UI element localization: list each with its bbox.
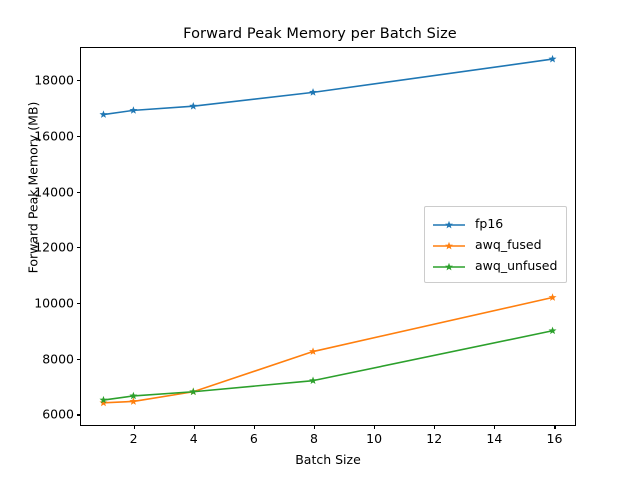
legend-line-marker-icon (432, 217, 466, 231)
legend-line-marker-icon (432, 238, 466, 252)
data-point-marker (548, 54, 557, 63)
series-canvas (99, 54, 557, 407)
series-awq_fused (99, 293, 557, 407)
series-line (102, 58, 554, 116)
legend-item-fp16[interactable]: fp16 (432, 213, 557, 234)
x-tick-mark (374, 425, 376, 429)
y-tick-label: 12000 (34, 239, 74, 255)
data-point-marker (189, 102, 198, 110)
x-tick-mark (434, 425, 436, 429)
x-tick-label: 16 (546, 431, 563, 446)
x-tick-label: 14 (486, 431, 503, 446)
data-point-marker (99, 110, 108, 118)
legend-line-marker-icon (432, 259, 466, 273)
data-point-marker (309, 376, 318, 385)
y-tick-mark (77, 247, 81, 249)
x-tick-mark (313, 425, 316, 429)
legend-item-awq_unfused[interactable]: awq_unfused (432, 255, 557, 276)
y-tick-mark (77, 135, 81, 137)
y-tick-mark (77, 414, 81, 416)
legend-label: fp16 (475, 216, 504, 231)
y-tick-mark (77, 302, 81, 305)
legend-label: awq_fused (475, 237, 542, 252)
x-axis-label: Batch Size (295, 452, 361, 467)
legend-label: awq_unfused (475, 258, 558, 273)
x-tick-mark (554, 425, 556, 429)
data-point-marker (129, 106, 138, 114)
series-line (102, 329, 554, 401)
x-tick-mark (253, 425, 255, 429)
x-tick-mark (133, 425, 135, 429)
x-tick-label: 10 (366, 431, 383, 446)
series-fp16 (99, 54, 557, 118)
data-point-marker (309, 347, 318, 355)
x-tick-mark (193, 425, 195, 429)
chart-title: Forward Peak Memory per Batch Size (183, 26, 457, 42)
y-tick-label: 8000 (42, 351, 74, 367)
y-tick-mark (77, 80, 81, 82)
y-tick-mark (77, 358, 81, 360)
y-tick-label: 18000 (34, 72, 74, 88)
x-tick-label: 8 (309, 431, 318, 446)
x-tick-label: 4 (189, 431, 198, 446)
data-point-marker (309, 88, 318, 96)
series-awq_unfused (99, 326, 557, 404)
data-point-marker (129, 391, 138, 400)
y-tick-label: 6000 (42, 406, 74, 422)
data-point-marker (99, 395, 108, 404)
x-tick-label: 6 (249, 431, 258, 446)
y-tick-label: 10000 (34, 295, 74, 311)
plot-inner (81, 48, 575, 425)
y-tick-label: 14000 (34, 184, 74, 200)
data-point-marker (129, 397, 138, 405)
y-tick-mark (77, 191, 81, 193)
data-point-marker (189, 387, 198, 396)
data-point-marker (99, 398, 108, 407)
y-axis-label: Forward Peak Memory (MB) (25, 101, 41, 274)
x-tick-mark (494, 425, 496, 429)
legend-item-awq_fused[interactable]: awq_fused (432, 234, 557, 255)
x-tick-label: 2 (129, 431, 138, 446)
x-tick-label: 12 (426, 431, 443, 446)
data-point-marker (548, 326, 557, 335)
chart-legend: fp16 awq_fused awq_unfused (424, 206, 568, 283)
data-point-marker (548, 293, 557, 301)
y-tick-label: 16000 (34, 128, 74, 144)
series-line (102, 296, 554, 404)
